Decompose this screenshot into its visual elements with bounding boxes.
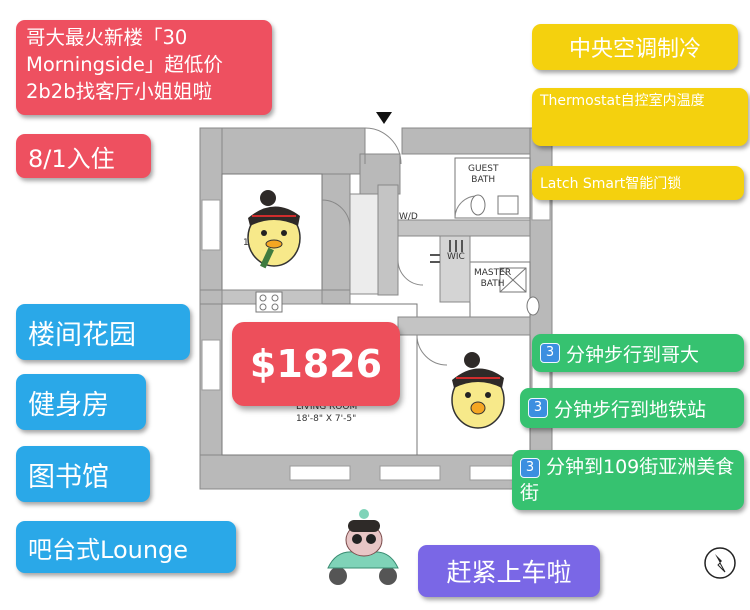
wic-label: WIC: [447, 252, 465, 262]
feature-garden-tag: 楼间花园: [16, 304, 190, 360]
wd-label: W/D: [399, 212, 418, 222]
feature-thermostat-tag: Thermostat自控室内温度: [532, 88, 748, 146]
title-line-2: Morningside」超低价: [26, 53, 223, 76]
number-badge: 3: [520, 457, 540, 478]
feature-smartlock-tag: Latch Smart智能门锁: [532, 166, 744, 200]
feature-gym-tag: 健身房: [16, 374, 146, 430]
living-room-label: LIVING ROOM: [296, 402, 358, 412]
walk-subway-tag: 3 分钟步行到地铁站: [520, 388, 744, 428]
feature-ac-tag: 中央空调制冷: [532, 24, 738, 70]
walk-asian-food-text: 分钟到109街亚洲美食街: [520, 456, 735, 504]
feature-library-tag: 图书馆: [16, 446, 150, 502]
number-badge: 3: [528, 398, 548, 418]
scooter-mascot-icon: [327, 509, 399, 585]
cta-tag: 赶紧上车啦: [418, 545, 600, 597]
guest-bath-label: GUEST BATH: [468, 164, 499, 185]
title-tag: 哥大最火新楼「30 Morningside」超低价 2b2b找客厅小姐姐啦: [16, 20, 272, 115]
title-line-3: 2b2b找客厅小姐姐啦: [26, 80, 213, 103]
title-line-1: 哥大最火新楼「30: [26, 26, 188, 49]
walk-columbia-text: 分钟步行到哥大: [566, 343, 700, 366]
move-in-tag: 8/1入住: [16, 134, 151, 178]
number-badge: 3: [540, 343, 560, 363]
walk-columbia-tag: 3 分钟步行到哥大: [532, 334, 744, 372]
walk-subway-text: 分钟步行到地铁站: [554, 398, 707, 421]
price-tag: $1826: [232, 322, 400, 406]
feature-lounge-tag: 吧台式Lounge: [16, 521, 236, 573]
living-room-dims: 18'-8" X 7'-5": [296, 414, 357, 424]
entry-arrow-icon: [376, 112, 392, 124]
cartoon-duck-icon: [451, 352, 505, 429]
compass-icon: [704, 547, 736, 579]
cartoon-duck-icon: [247, 190, 301, 269]
master-bath-label: MASTER BATH: [474, 268, 512, 289]
